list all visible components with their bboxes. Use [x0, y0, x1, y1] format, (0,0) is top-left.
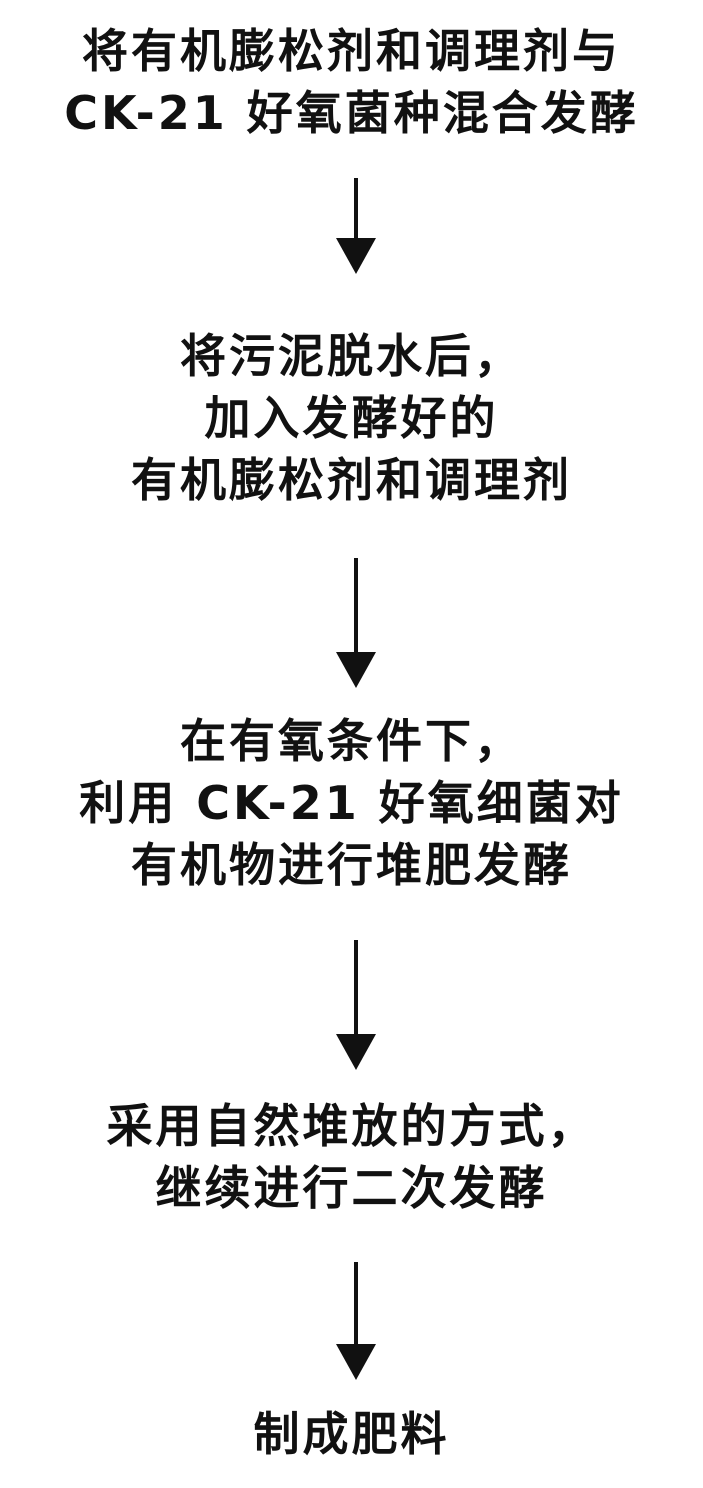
step-4: 采用自然堆放的方式， 继续进行二次发酵: [0, 1095, 703, 1219]
step-1-line-2: CK-21 好氧菌种混合发酵: [64, 86, 639, 140]
step-3-line-3: 有机物进行堆肥发酵: [131, 838, 572, 892]
step-1-line-1: 将有机膨松剂和调理剂与: [82, 24, 621, 78]
arrow-3: [336, 940, 376, 1070]
step-3-line-2: 利用 CK-21 好氧细菌对: [79, 776, 624, 830]
step-5: 制成肥料: [0, 1403, 703, 1465]
step-2-line-3: 有机膨松剂和调理剂: [131, 453, 572, 507]
step-2: 将污泥脱水后， 加入发酵好的 有机膨松剂和调理剂: [0, 325, 703, 511]
step-2-line-2: 加入发酵好的: [204, 391, 499, 445]
step-2-line-1: 将污泥脱水后，: [180, 329, 523, 383]
step-3-line-1: 在有氧条件下，: [180, 714, 523, 768]
step-1: 将有机膨松剂和调理剂与 CK-21 好氧菌种混合发酵: [0, 20, 703, 144]
arrow-2: [336, 558, 376, 688]
step-4-line-2: 继续进行二次发酵: [155, 1161, 548, 1215]
arrow-4: [336, 1262, 376, 1380]
step-5-line-1: 制成肥料: [253, 1407, 450, 1461]
step-4-line-1: 采用自然堆放的方式，: [106, 1099, 597, 1153]
arrow-1: [336, 178, 376, 274]
step-3: 在有氧条件下， 利用 CK-21 好氧细菌对 有机物进行堆肥发酵: [0, 710, 703, 896]
